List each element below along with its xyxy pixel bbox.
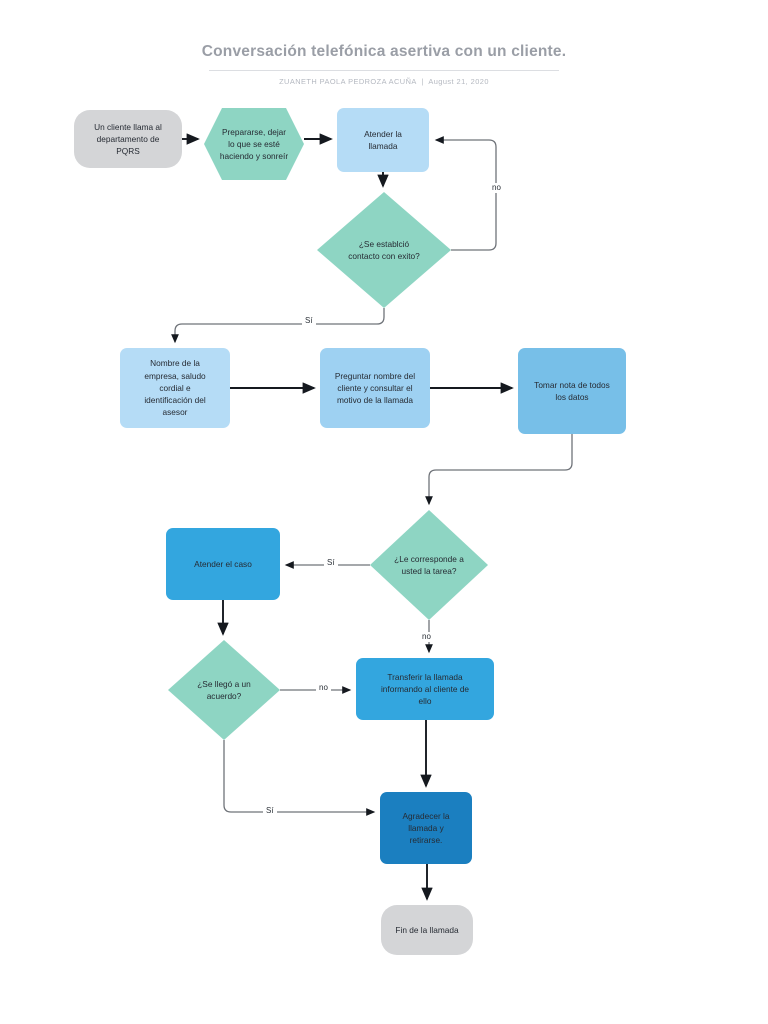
edge-n6-d2 <box>425 434 573 506</box>
page-title: Conversación telefónica asertiva con un … <box>201 43 567 60</box>
edge-label-s-5: Sí <box>263 806 277 816</box>
flow-node-n4[interactable]: Nombre de la empresa, saludo cordial e i… <box>120 348 230 428</box>
document-header: Conversación telefónica asertiva con un … <box>0 0 768 86</box>
flow-node-n2[interactable]: Prepararse, dejar lo que se esté haciend… <box>204 108 304 180</box>
edge-d1-n3-no <box>434 136 497 251</box>
page-subtitle: ZUANETH PAOLA PEDROZA ACUÑA | August 21,… <box>279 77 489 86</box>
flow-node-n7[interactable]: Atender el caso <box>166 528 280 600</box>
edge-label-no-0: no <box>489 183 504 193</box>
flow-node-n5[interactable]: Preguntar nombre del cliente y consultar… <box>320 348 430 428</box>
flow-node-n9[interactable]: Agradecer la llamada y retirarse. <box>380 792 472 864</box>
flow-node-n8[interactable]: Transferir la llamada informando al clie… <box>356 658 494 720</box>
edge-label-s-2: Sí <box>324 558 338 568</box>
flow-node-n3[interactable]: Atender la llamada <box>337 108 429 172</box>
flow-node-n6[interactable]: Tomar nota de todos los datos <box>518 348 626 434</box>
edge-d1-n4-si <box>171 308 385 344</box>
edge-label-no-3: no <box>419 632 434 642</box>
flow-node-n1[interactable]: Un cliente llama al departamento de PQRS <box>74 110 182 168</box>
flow-node-n10[interactable]: Fin de la llamada <box>381 905 473 955</box>
edge-label-s-1: Sí <box>302 316 316 326</box>
edge-label-no-4: no <box>316 683 331 693</box>
header-divider <box>209 70 559 71</box>
edge-d3-n9-si <box>223 740 376 816</box>
